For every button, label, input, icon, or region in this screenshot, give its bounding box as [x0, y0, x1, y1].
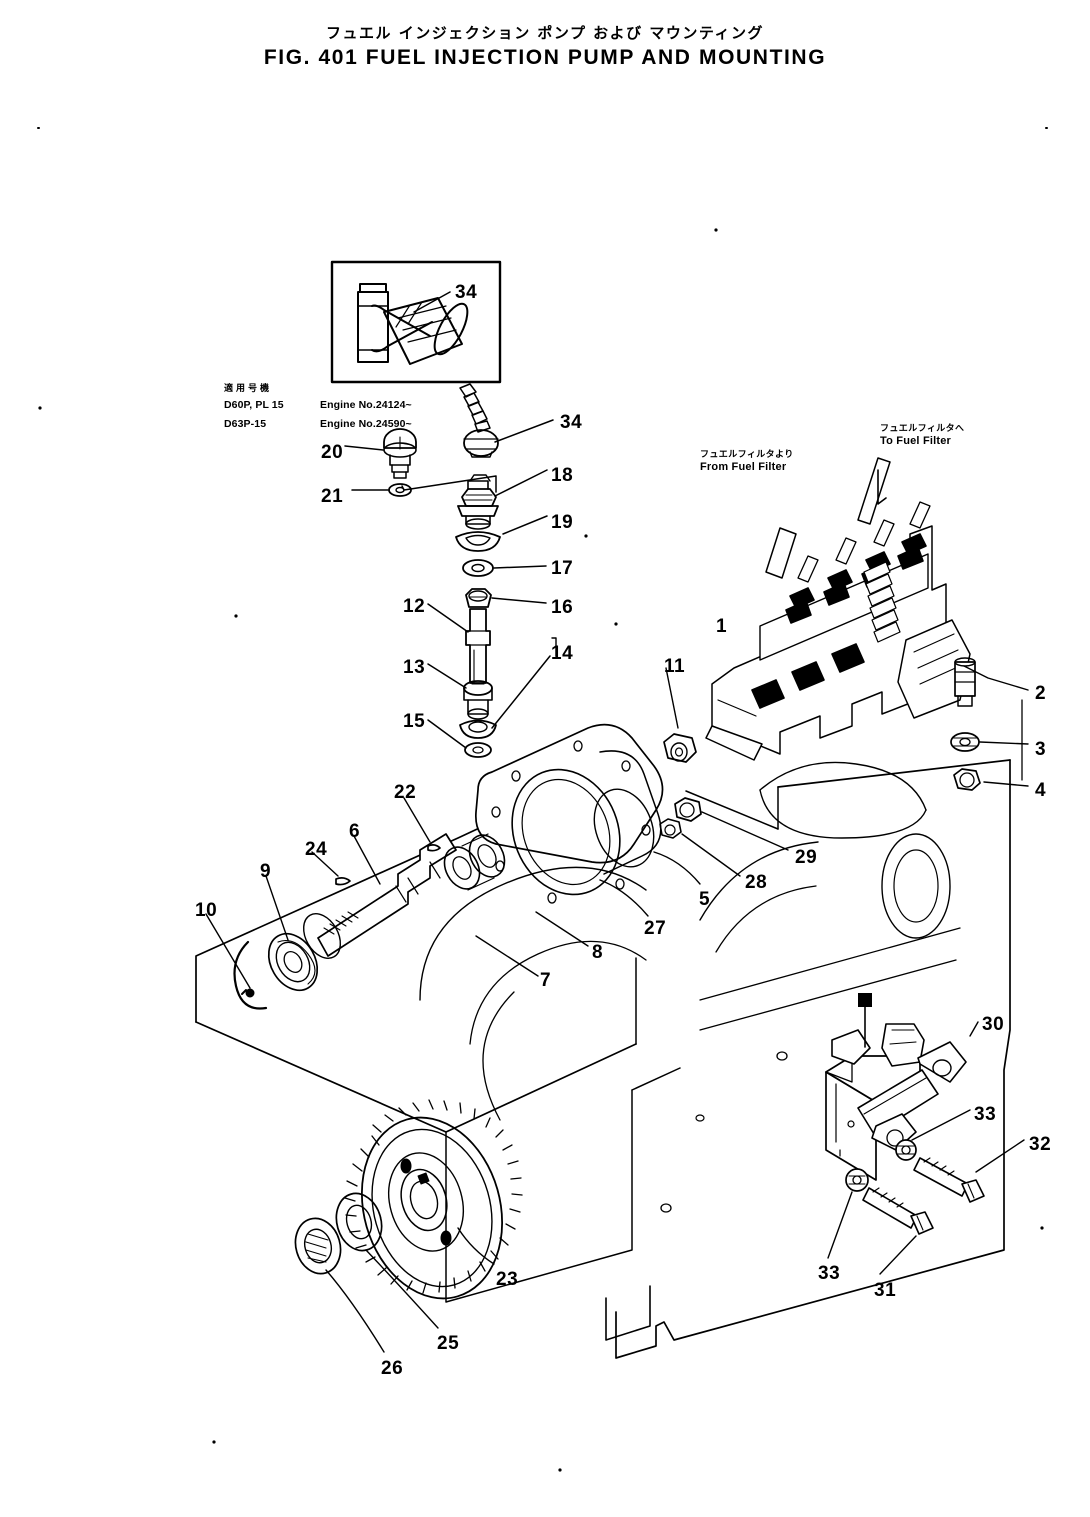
page-title-japanese: フュエル インジェクション ポンプ および マウンティング — [325, 24, 765, 42]
callout-13: 13 — [403, 657, 426, 678]
note-to-fuel-filter-jp: フュエルフィルタへ — [880, 424, 965, 434]
callout-18: 18 — [551, 465, 574, 486]
part-33-washer — [895, 1139, 917, 1161]
callout-31: 31 — [874, 1280, 897, 1301]
shaft-bearing-race — [302, 913, 342, 959]
part-24-key — [335, 877, 351, 886]
part-1-fuel-injection-pump — [705, 457, 971, 761]
note-to-fuel-filter: フュエルフィルタへ To Fuel Filter — [880, 424, 964, 448]
part-22-key — [427, 844, 441, 852]
part-16-nut — [465, 588, 492, 608]
note-from-fuel-filter-en: From Fuel Filter — [700, 460, 787, 473]
part-4-nut — [953, 768, 981, 791]
callout-16: 16 — [551, 597, 574, 618]
callout-19: 19 — [551, 512, 574, 533]
callout-21: 21 — [321, 486, 344, 507]
applicability-rows: D60P, PL 15 Engine No.24124~ D63P-15 Engin… — [224, 395, 412, 433]
model-name: D63P-15 — [224, 417, 267, 430]
callout-29: 29 — [795, 847, 818, 868]
callout-34: 34 — [455, 282, 478, 303]
note-from-fuel-filter: フュエルフィルタより From Fuel Filter — [700, 450, 794, 474]
part-14-shim — [459, 719, 497, 739]
part-31-bolt — [862, 1187, 934, 1235]
callout-10: 10 — [195, 900, 218, 921]
part-20-banjo-bolt — [383, 428, 417, 479]
callout-6: 6 — [349, 821, 361, 842]
applicability-note: 適用号機 D60P, PL 15 Engine No.24124~ D63P-15… — [224, 381, 412, 433]
callout-25: 25 — [437, 1333, 460, 1354]
callout-34: 34 — [560, 412, 583, 433]
part-28-washer — [659, 818, 682, 839]
part-26-nut — [294, 1217, 342, 1275]
callout-23: 23 — [496, 1269, 519, 1290]
applicability-heading: 適用号機 — [224, 384, 273, 394]
callout-28: 28 — [745, 872, 768, 893]
page-title-english: FIG. 401 FUEL INJECTION PUMP AND MOUNTIN… — [263, 46, 827, 69]
part-23-drive-gear — [344, 1099, 523, 1300]
callout-26: 26 — [381, 1358, 404, 1379]
part-3-washer — [950, 732, 980, 752]
callout-11: 11 — [664, 656, 686, 677]
callout-22: 22 — [394, 782, 417, 803]
callout-9: 9 — [260, 861, 272, 882]
part-25-washer — [335, 1192, 383, 1252]
callout-20: 20 — [321, 442, 344, 463]
note-from-fuel-filter-jp: フュエルフィルタより — [700, 450, 794, 460]
part-18-delivery-valve-holder — [457, 474, 499, 530]
part-15-lockwasher — [464, 742, 492, 758]
part-13-tappet — [463, 680, 493, 720]
callout-32: 32 — [1029, 1134, 1052, 1155]
part-34-elbow — [459, 383, 499, 458]
callout-5: 5 — [699, 889, 711, 910]
callout-1: 1 — [716, 616, 728, 637]
shaft-drive-collar — [443, 833, 506, 891]
callout-2: 2 — [1035, 683, 1047, 704]
part-27-mounting-flange — [475, 723, 664, 904]
part-33-washer — [845, 1168, 869, 1192]
part-11-coupling — [663, 733, 697, 763]
callout-8: 8 — [592, 942, 604, 963]
callout-12: 12 — [403, 596, 426, 617]
callout-15: 15 — [403, 711, 426, 732]
callout-3: 3 — [1035, 739, 1047, 760]
callout-24: 24 — [305, 839, 328, 860]
part-6-pump-drive-shaft — [317, 833, 457, 957]
part-2-spacer — [954, 657, 976, 707]
callout-14: 14 — [551, 643, 574, 664]
engine-number: Engine No.24590~ — [320, 417, 412, 430]
part-12-plunger — [465, 608, 491, 684]
callout-27: 27 — [644, 918, 667, 939]
part-9-bearing — [267, 932, 319, 992]
callout-33: 33 — [974, 1104, 997, 1125]
applicability-row: D60P, PL 15 Engine No.24124~ — [224, 395, 412, 414]
callout-33: 33 — [818, 1263, 841, 1284]
part-29-nut — [674, 797, 702, 822]
callout-30: 30 — [982, 1014, 1005, 1035]
part-17-washer — [462, 559, 494, 577]
part-10-snap-ring — [233, 940, 268, 1010]
callout-17: 17 — [551, 558, 574, 579]
part-30-bracket-assembly — [825, 1023, 967, 1181]
inset-detail-box — [330, 260, 502, 384]
part-32-bolt — [913, 1157, 985, 1203]
note-to-fuel-filter-en: To Fuel Filter — [880, 434, 952, 447]
callout-7: 7 — [540, 970, 552, 991]
applicability-row: D63P-15 Engine No.24590~ — [224, 414, 412, 433]
page-header: フュエル インジェクション ポンプ および マウンティング FIG. 401 F… — [0, 0, 1090, 69]
callout-4: 4 — [1035, 780, 1047, 801]
model-name: D60P, PL 15 — [224, 399, 284, 411]
engine-number: Engine No.24124~ — [320, 399, 412, 411]
part-19-valve-seat — [455, 531, 501, 552]
